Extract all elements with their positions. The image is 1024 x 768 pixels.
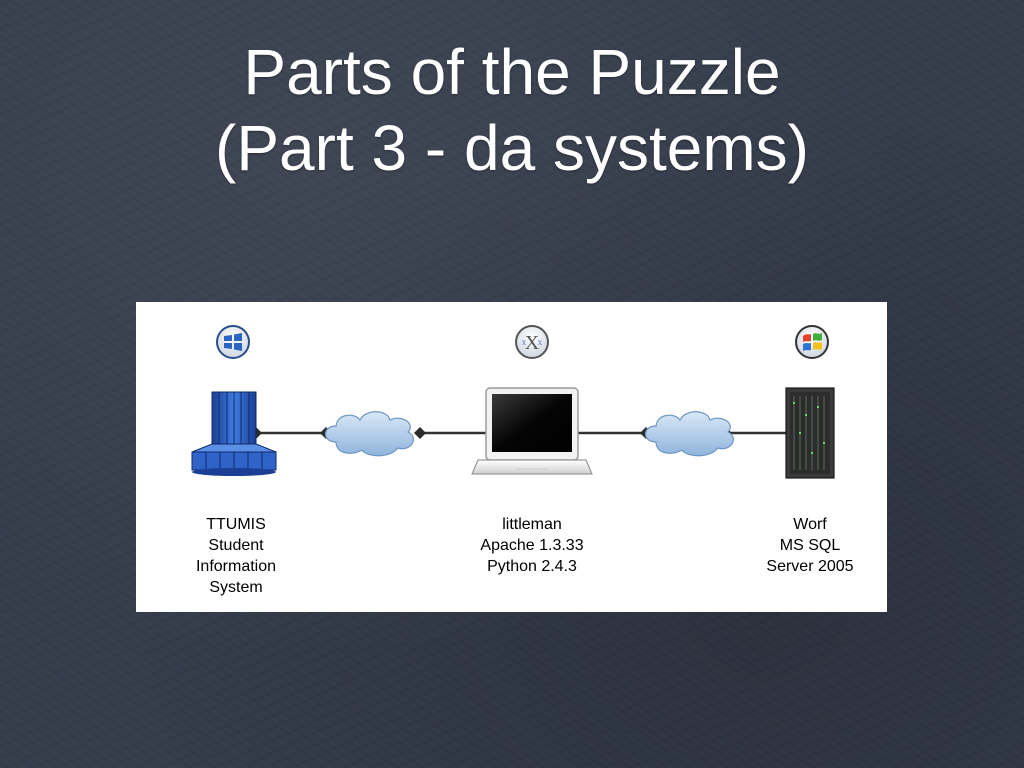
node-label-littleman: littleman Apache 1.3.33 Python 2.4.3 bbox=[432, 514, 632, 577]
label-line: littleman bbox=[502, 516, 562, 533]
title-line-1: Parts of the Puzzle bbox=[243, 36, 781, 108]
label-line: Server 2005 bbox=[766, 558, 854, 575]
server-tower-icon bbox=[785, 387, 835, 479]
network-cloud-icon bbox=[324, 411, 414, 457]
node-label-worf: Worf MS SQL Server 2005 bbox=[710, 514, 910, 577]
label-line: MS SQL bbox=[779, 537, 841, 554]
svg-text:X: X bbox=[525, 332, 540, 354]
label-line: System bbox=[209, 579, 263, 596]
svg-text:x: x bbox=[522, 337, 527, 347]
title-line-2: (Part 3 - da systems) bbox=[215, 112, 809, 184]
label-line: Apache 1.3.33 bbox=[480, 537, 584, 554]
laptop-icon bbox=[471, 387, 593, 475]
node-label-ttumis: TTUMIS Student Information System bbox=[136, 514, 336, 598]
network-cloud-icon bbox=[644, 411, 734, 457]
slide-title: Parts of the Puzzle (Part 3 - da systems… bbox=[0, 34, 1024, 186]
label-line: Worf bbox=[793, 516, 827, 533]
mac-os-x-logo-icon: X x x bbox=[515, 325, 549, 359]
windows-logo-icon bbox=[216, 325, 250, 359]
label-line: Student bbox=[208, 537, 264, 554]
svg-text:x: x bbox=[538, 337, 543, 347]
label-line: Python 2.4.3 bbox=[487, 558, 577, 575]
label-line: Information bbox=[195, 558, 277, 575]
mainframe-icon bbox=[191, 391, 277, 476]
connector-diamond bbox=[414, 427, 426, 439]
network-diagram: X x x bbox=[136, 302, 887, 612]
windows-xp-logo-icon bbox=[795, 325, 829, 359]
diagram-canvas: X x x bbox=[191, 325, 835, 479]
label-line: TTUMIS bbox=[206, 516, 266, 533]
